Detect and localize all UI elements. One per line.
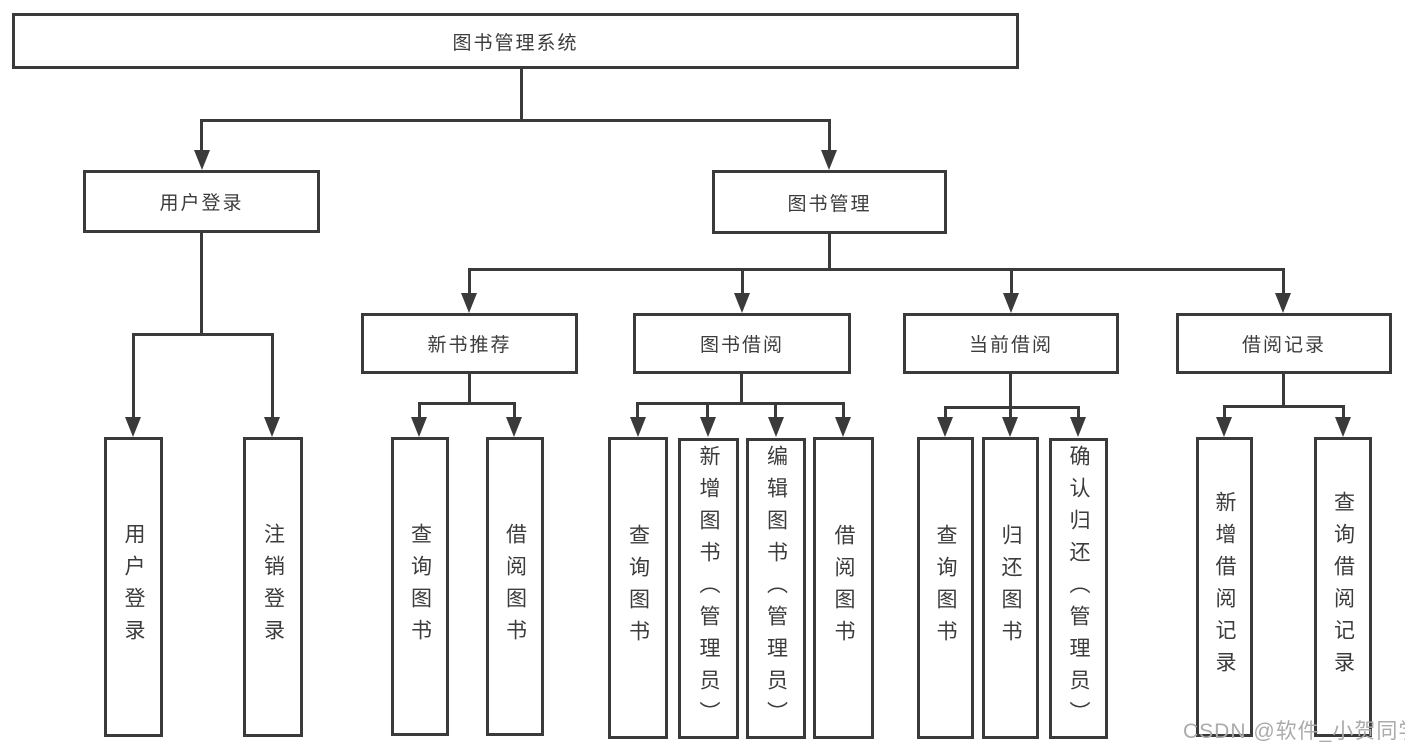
arrow-down-icon [411, 417, 427, 437]
csdn-watermark: CSDN @软件_小贺同学 [1183, 720, 1405, 743]
connector-line [513, 402, 516, 421]
arrow-down-icon [821, 150, 837, 170]
leaf-current-query: 查询图书 [917, 437, 974, 739]
connector-line [1010, 268, 1013, 298]
leaf-borrow-query: 查询图书 [608, 437, 668, 739]
arrow-down-icon [835, 417, 851, 437]
node-book-borrow-label: 图书借阅 [699, 335, 784, 356]
connector-line [200, 232, 203, 336]
node-root: 图书管理系统 [12, 13, 1019, 69]
node-user-login-label: 用户登录 [159, 193, 244, 214]
leaf-borrow-edit-book-admin-label: 编辑图书（管理员） [764, 444, 788, 733]
connector-line [418, 402, 516, 405]
connector-line [271, 333, 274, 421]
node-root-label: 图书管理系统 [452, 32, 579, 54]
arrow-down-icon [1216, 417, 1232, 437]
leaf-user-login-label: 用户登录 [122, 523, 145, 651]
node-book-management-label: 图书管理 [787, 193, 872, 215]
leaf-borrow-query-label: 查询图书 [626, 524, 650, 652]
leaf-logout: 注销登录 [243, 437, 303, 737]
connector-line [520, 68, 523, 121]
connector-line [636, 402, 639, 421]
leaf-current-query-label: 查询图书 [934, 524, 957, 652]
node-book-borrow: 图书借阅 [633, 313, 851, 374]
connector-line [418, 402, 421, 421]
arrow-down-icon [194, 150, 210, 170]
arrow-down-icon [734, 293, 750, 313]
connector-line [1223, 405, 1344, 408]
connector-line [774, 402, 777, 421]
arrow-down-icon [461, 293, 477, 313]
node-borrow-records: 借阅记录 [1176, 313, 1392, 374]
leaf-confirm-return-admin: 确认归还（管理员） [1049, 438, 1108, 739]
connector-line [741, 268, 744, 298]
leaf-add-borrow-record: 新增借阅记录 [1196, 437, 1253, 737]
arrow-down-icon [1003, 293, 1019, 313]
connector-line [1077, 406, 1080, 421]
connector-line [132, 333, 135, 421]
connector-line [944, 406, 947, 421]
connector-line [636, 402, 844, 405]
connector-line [828, 233, 831, 270]
arrow-down-icon [1002, 417, 1018, 437]
node-current-borrow-label: 当前借阅 [968, 335, 1053, 356]
arrow-down-icon [1070, 417, 1086, 437]
arrow-down-icon [506, 417, 522, 437]
connector-line [469, 268, 1284, 271]
node-user-login: 用户登录 [83, 170, 320, 233]
leaf-return-book-label: 归还图书 [999, 524, 1022, 652]
connector-line [201, 119, 830, 122]
leaf-user-login: 用户登录 [104, 437, 163, 737]
connector-line [1009, 406, 1012, 421]
connector-line [842, 402, 845, 421]
connector-line [468, 373, 471, 405]
leaf-borrow-add-book-admin-label: 新增图书（管理员） [697, 444, 720, 733]
leaf-add-borrow-record-label: 新增借阅记录 [1213, 491, 1236, 683]
arrow-down-icon [1335, 417, 1351, 437]
leaf-newbook-borrow-label: 借阅图书 [503, 522, 527, 651]
connector-line [740, 373, 743, 405]
node-new-book-recommend: 新书推荐 [361, 313, 578, 374]
arrow-down-icon [264, 417, 280, 437]
connector-line [1223, 405, 1226, 421]
leaf-newbook-borrow: 借阅图书 [486, 437, 544, 736]
connector-line [1342, 405, 1345, 421]
arrow-down-icon [630, 417, 646, 437]
leaf-confirm-return-admin-label: 确认归还（管理员） [1067, 444, 1090, 733]
node-new-book-recommend-label: 新书推荐 [427, 335, 512, 356]
leaf-newbook-query-label: 查询图书 [408, 522, 432, 651]
connector-line [944, 406, 1080, 409]
leaf-newbook-query: 查询图书 [391, 437, 449, 736]
arrow-down-icon [1275, 293, 1291, 313]
connector-line [1009, 373, 1012, 409]
connector-line [706, 402, 709, 421]
leaf-query-borrow-record: 查询借阅记录 [1314, 437, 1372, 737]
connector-line [1282, 373, 1285, 408]
leaf-query-borrow-record-label: 查询借阅记录 [1331, 491, 1355, 683]
arrow-down-icon [700, 417, 716, 437]
arrow-down-icon [768, 417, 784, 437]
node-borrow-records-label: 借阅记录 [1241, 335, 1326, 356]
leaf-borrow-add-book-admin: 新增图书（管理员） [678, 438, 739, 739]
connector-line [468, 268, 471, 298]
leaf-borrow-edit-book-admin: 编辑图书（管理员） [746, 438, 806, 739]
leaf-return-book: 归还图书 [982, 437, 1039, 739]
node-book-management: 图书管理 [712, 170, 947, 234]
leaf-borrow-book-label: 借阅图书 [832, 524, 855, 652]
leaf-borrow-book: 借阅图书 [813, 437, 874, 739]
arrow-down-icon [125, 417, 141, 437]
arrow-down-icon [937, 417, 953, 437]
connector-line [828, 119, 831, 155]
leaf-logout-label: 注销登录 [261, 523, 285, 651]
connector-line [200, 119, 203, 155]
connector-line [132, 333, 274, 336]
node-current-borrow: 当前借阅 [903, 313, 1119, 374]
connector-line [1282, 268, 1285, 298]
